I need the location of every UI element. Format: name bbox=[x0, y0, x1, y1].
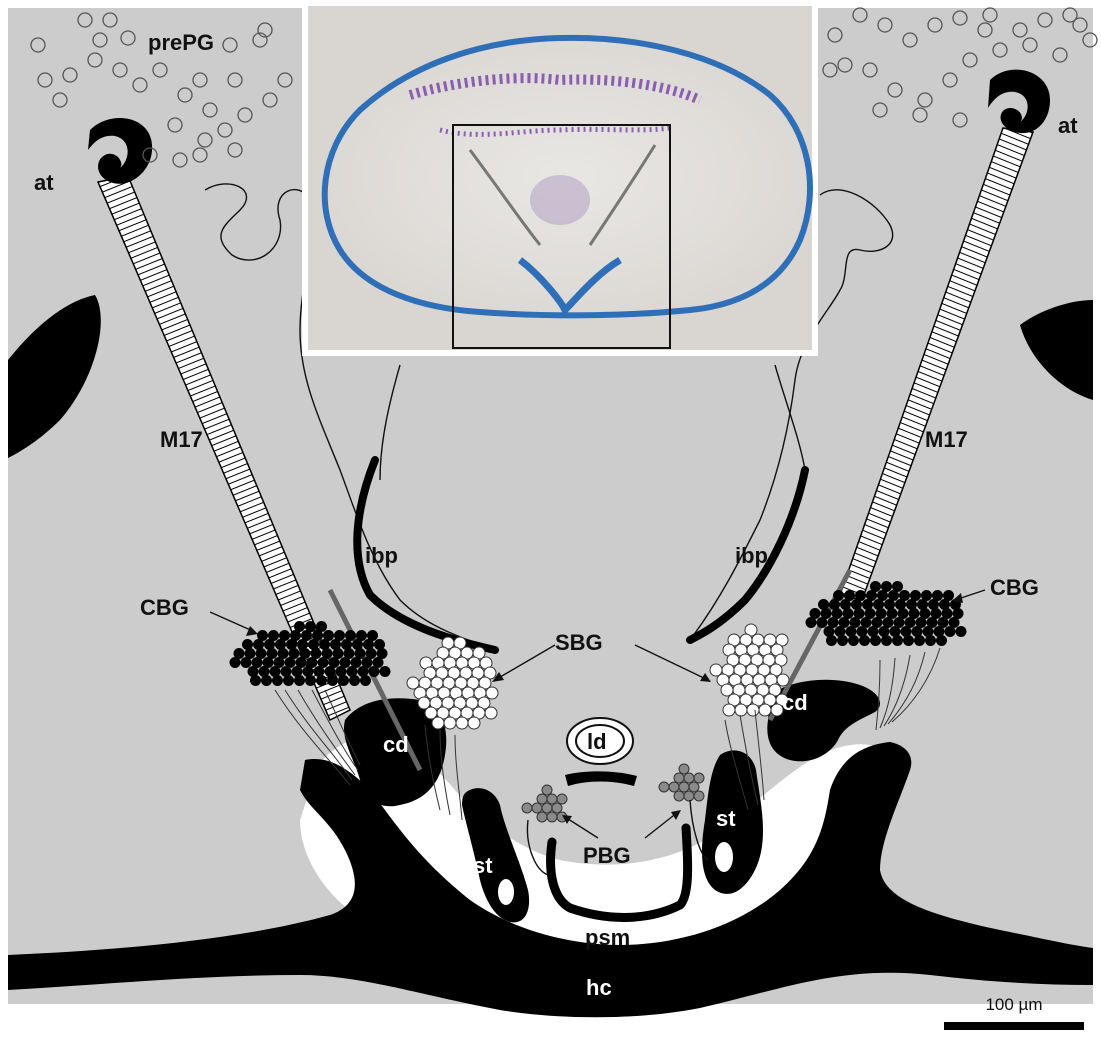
pbg-cell bbox=[689, 782, 699, 792]
cbg-cell bbox=[283, 675, 294, 686]
sbg-cell bbox=[485, 707, 497, 719]
pbg-cell bbox=[547, 794, 557, 804]
pbg-cell bbox=[522, 803, 532, 813]
label-st-right: st bbox=[716, 806, 736, 831]
pbg-cell bbox=[532, 803, 542, 813]
cbg-cell bbox=[848, 635, 859, 646]
inset-brain bbox=[530, 175, 590, 225]
cbg-cell bbox=[956, 626, 967, 637]
sbg-cell bbox=[456, 717, 468, 729]
pbg-cell bbox=[684, 773, 694, 783]
cbg-cell bbox=[327, 675, 338, 686]
sbg-cell bbox=[735, 704, 747, 716]
cbg-cell bbox=[826, 635, 837, 646]
cbg-cell bbox=[881, 635, 892, 646]
pbg-cell bbox=[679, 782, 689, 792]
sbg-cell bbox=[759, 704, 771, 716]
cbg-cell bbox=[230, 657, 241, 668]
label-cd-right: cd bbox=[782, 690, 808, 715]
inset-micrograph bbox=[302, 0, 818, 356]
label-cbg-left: CBG bbox=[140, 595, 189, 620]
pbg-cell bbox=[694, 791, 704, 801]
cbg-cell bbox=[349, 675, 360, 686]
pbg-cell bbox=[547, 812, 557, 822]
cbg-cell bbox=[272, 675, 283, 686]
pbg-cell bbox=[537, 794, 547, 804]
sbg-cell bbox=[468, 717, 480, 729]
pbg-cell bbox=[674, 791, 684, 801]
label-at-left: at bbox=[34, 170, 54, 195]
pbg-cell bbox=[694, 773, 704, 783]
label-hc: hc bbox=[586, 975, 612, 1000]
cbg-cell bbox=[903, 635, 914, 646]
label-ld: ld bbox=[587, 729, 607, 754]
pbg-cell bbox=[557, 794, 567, 804]
label-m17-left: M17 bbox=[160, 427, 203, 452]
sbg-cell bbox=[486, 687, 498, 699]
scale-bar bbox=[944, 1022, 1084, 1030]
cbg-cell bbox=[936, 635, 947, 646]
cbg-cell bbox=[870, 635, 881, 646]
cbg-cell bbox=[380, 666, 391, 677]
cbg-cell bbox=[817, 617, 828, 628]
sbg-cell bbox=[747, 704, 759, 716]
sbg-cell bbox=[444, 717, 456, 729]
cbg-cell bbox=[241, 657, 252, 668]
label-cd-left: cd bbox=[383, 732, 409, 757]
cbg-cell bbox=[914, 635, 925, 646]
label-at-right: at bbox=[1058, 113, 1078, 138]
cbg-cell bbox=[338, 675, 349, 686]
pbg-cell bbox=[659, 782, 669, 792]
pbg-cell bbox=[542, 803, 552, 813]
cbg-cell bbox=[294, 675, 305, 686]
label-sbg: SBG bbox=[555, 630, 603, 655]
label-m17-right: M17 bbox=[925, 427, 968, 452]
label-ibp-right: ibp bbox=[735, 543, 768, 568]
pbg-cell bbox=[537, 812, 547, 822]
pbg-cell bbox=[669, 782, 679, 792]
cbg-cell bbox=[250, 675, 261, 686]
sbg-cell bbox=[777, 674, 789, 686]
pbg-cell bbox=[674, 773, 684, 783]
pbg-cell bbox=[542, 785, 552, 795]
pbg-cell bbox=[679, 764, 689, 774]
sbg-cell bbox=[432, 717, 444, 729]
scale-bar-label: 100 µm bbox=[985, 995, 1042, 1014]
cbg-cell bbox=[892, 635, 903, 646]
cbg-cell bbox=[859, 635, 870, 646]
pbg-cell bbox=[684, 791, 694, 801]
label-st-left: st bbox=[473, 853, 493, 878]
pbg-cell bbox=[552, 803, 562, 813]
cbg-cell bbox=[837, 635, 848, 646]
cbg-cell bbox=[925, 635, 936, 646]
st-right-hole bbox=[715, 842, 733, 872]
label-prepg: prePG bbox=[148, 30, 214, 55]
st-left-hole bbox=[498, 879, 514, 905]
cbg-cell bbox=[261, 675, 272, 686]
cbg-cell bbox=[316, 675, 327, 686]
cbg-cell bbox=[305, 675, 316, 686]
sbg-cell bbox=[723, 704, 735, 716]
label-ibp-left: ibp bbox=[365, 543, 398, 568]
label-cbg-right: CBG bbox=[990, 575, 1039, 600]
label-psm: psm bbox=[585, 925, 630, 950]
cbg-cell bbox=[360, 675, 371, 686]
label-pbg: PBG bbox=[583, 843, 631, 868]
cbg-cell bbox=[369, 666, 380, 677]
cbg-cell bbox=[945, 626, 956, 637]
cbg-cell bbox=[806, 617, 817, 628]
